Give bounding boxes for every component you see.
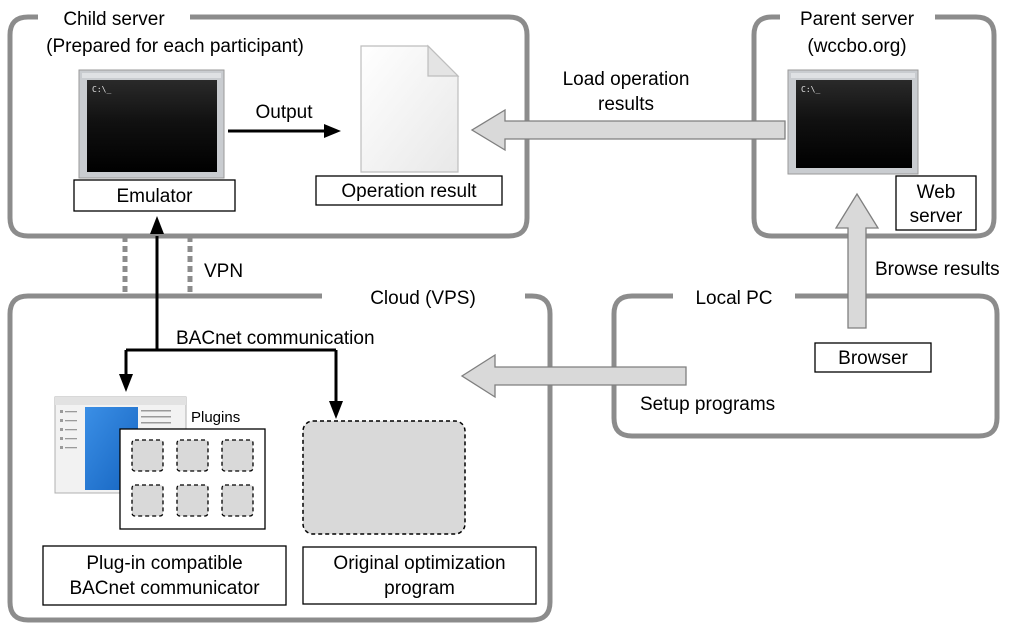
child-server-subtitle: (Prepared for each participant) — [46, 36, 304, 57]
web-server-terminal-icon: C:\_ — [787, 69, 919, 175]
output-label: Output — [255, 102, 313, 123]
load-results-label-line1: Load operation — [563, 69, 690, 90]
cloud-frame: Cloud (VPS) — [7, 288, 553, 623]
web-server-box: Web server — [895, 175, 977, 231]
plugins-panel: Plugins — [119, 409, 266, 530]
web-server-label-line2: server — [910, 206, 963, 227]
browser-label: Browser — [838, 348, 908, 369]
local-pc-title: Local PC — [695, 288, 772, 309]
local-pc-frame: Local PC — [611, 288, 1000, 439]
communicator-label-line1: Plug-in compatible — [86, 553, 242, 574]
communicator-label-line2: BACnet communicator — [69, 578, 260, 599]
emulator-label: Emulator — [116, 186, 193, 207]
setup-programs-label: Setup programs — [640, 394, 775, 415]
parent-server-subtitle: (wccbo.org) — [807, 36, 906, 57]
web-server-terminal-prompt: C:\_ — [801, 85, 820, 94]
cloud-title: Cloud (VPS) — [370, 288, 476, 309]
optimizer-label-line2: program — [384, 578, 455, 599]
operation-result-label: Operation result — [341, 181, 477, 202]
emulator-box: Emulator — [73, 179, 236, 212]
load-results-arrow — [470, 108, 786, 152]
emulator-terminal-icon: C:\_ — [78, 69, 225, 179]
bacnet-communication-lines — [119, 216, 343, 419]
parent-server-frame: Parent server (wccbo.org) — [751, 9, 997, 239]
load-results-label-line2: results — [598, 94, 654, 115]
emulator-terminal-prompt: C:\_ — [92, 85, 111, 94]
plugin-slot — [131, 439, 254, 517]
optimization-program-block — [302, 420, 466, 535]
optimizer-label-line1: Original optimization — [333, 553, 505, 574]
child-server-title: Child server — [63, 9, 165, 30]
optimizer-box: Original optimization program — [302, 546, 537, 605]
vpn-label: VPN — [204, 261, 243, 282]
communicator-box: Plug-in compatible BACnet communicator — [42, 545, 287, 606]
setup-programs-arrow — [460, 353, 687, 399]
browse-results-arrow — [834, 192, 880, 329]
browse-results-label: Browse results — [875, 259, 1000, 280]
parent-server-title: Parent server — [800, 9, 915, 30]
document-icon — [360, 44, 460, 173]
operation-result-box: Operation result — [315, 175, 503, 206]
plugins-label: Plugins — [191, 409, 240, 426]
bacnet-label: BACnet communication — [176, 328, 375, 349]
output-arrow — [228, 124, 341, 138]
web-server-label-line1: Web — [917, 182, 956, 203]
child-server-frame: Child server (Prepared for each particip… — [7, 9, 530, 239]
browser-box: Browser — [814, 342, 932, 373]
